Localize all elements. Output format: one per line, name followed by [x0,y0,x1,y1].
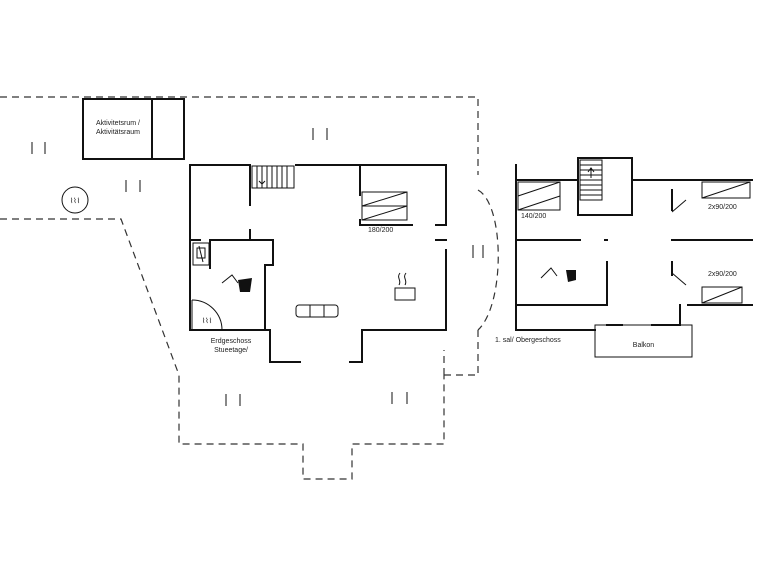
activity-room [82,98,185,160]
svg-text:⌇⌇⌇: ⌇⌇⌇ [70,197,80,205]
ground-floor-label: Erdgeschoss Stueetage/ [196,337,266,355]
ground-floor-label-de: Erdgeschoss [210,338,252,345]
upper-floor-label: 1. sal/ Obergeschoss [495,337,561,344]
spa-icon: ⌇⌇⌇ [61,186,89,214]
window-icon [472,245,484,258]
ground-floor-walls [189,164,447,363]
armchair-icon [540,267,576,282]
balcony-label: Balkon [632,342,655,349]
upper-floor-walls [515,157,753,331]
bed-icon [517,181,561,211]
bed-icon [701,286,743,304]
bed-icon [361,191,408,221]
armchair-icon [221,274,252,292]
bed-size-label-2x90-b: 2x90/200 [708,271,737,278]
bed-size-label-140: 140/200 [521,213,547,220]
ground-floor-label-da: Stueetage/ [214,347,248,354]
bed-size-label-180: 180/200 [368,227,394,234]
stair-icon [251,165,295,189]
svg-text:⌇⌇⌇: ⌇⌇⌇ [202,317,212,325]
activity-room-label-da: Aktivitetsrum / [96,120,140,127]
activity-room-label-de: Aktivitätsraum [96,129,140,136]
sofa-icon [295,304,339,318]
bed-icon [701,181,751,199]
terrace-markers [31,128,408,406]
bed-size-label-2x90-a: 2x90/200 [708,204,737,211]
fireplace-icon: ⌇⌇⌇ [191,299,223,331]
stove-icon [394,272,416,301]
stair-icon [579,159,603,201]
door-swing-icon [671,199,687,286]
balcony-outline [594,324,693,358]
terrace-outline [0,96,499,480]
sauna-icon [192,242,210,266]
activity-room-label: Aktivitetsrum / Aktivitätsraum [84,119,152,137]
